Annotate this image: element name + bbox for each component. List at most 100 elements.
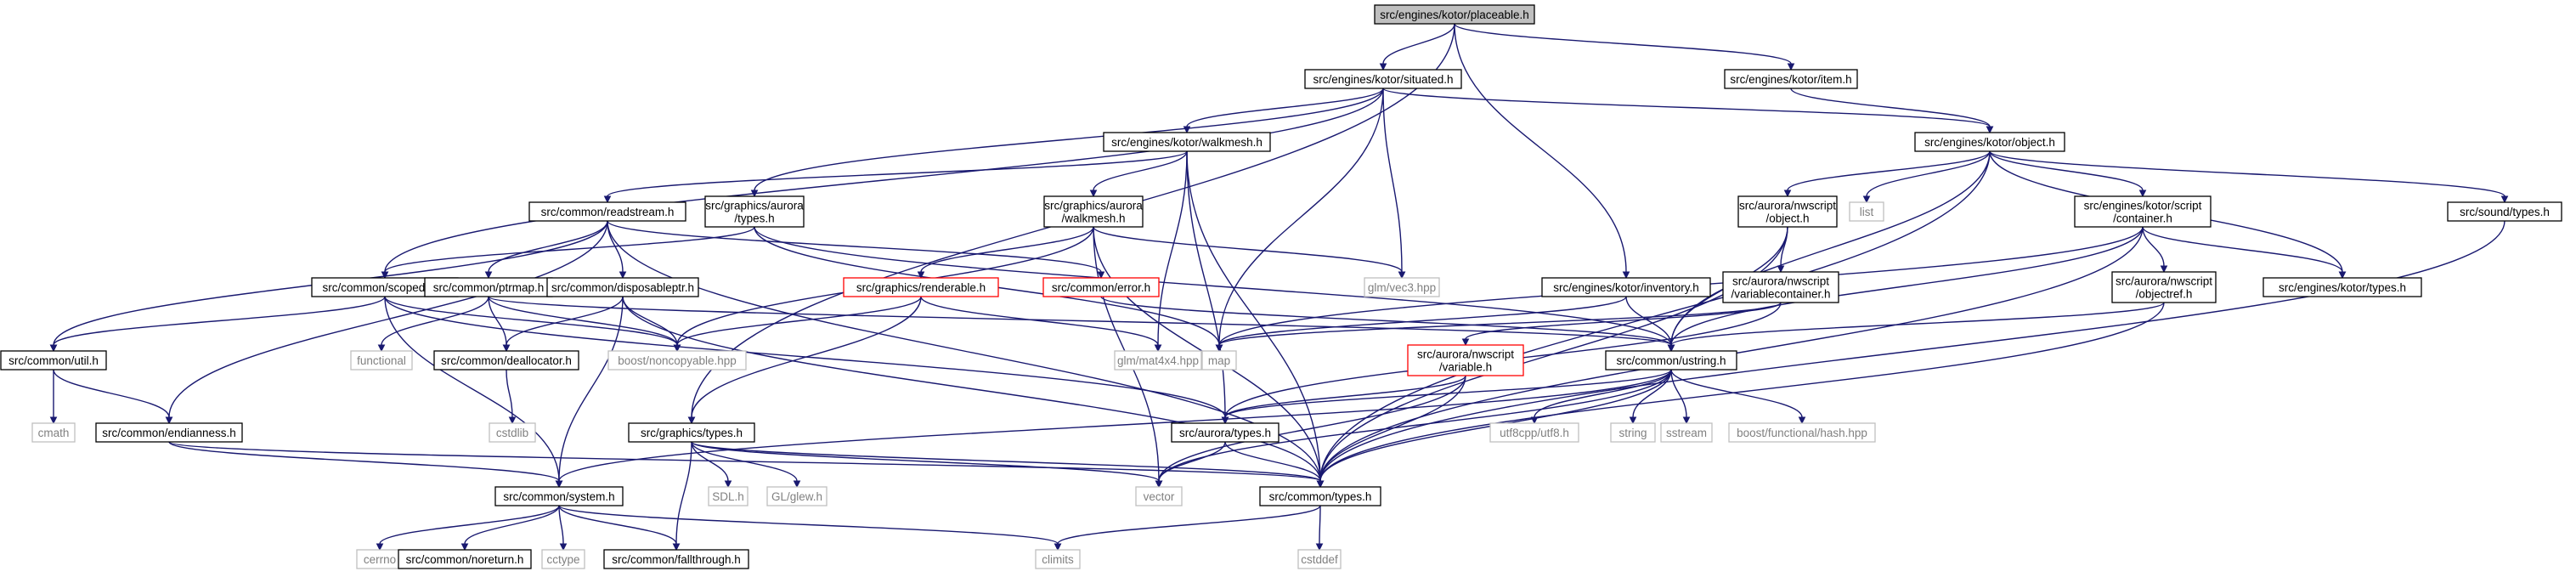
node-object_h[interactable]: src/engines/kotor/object.h xyxy=(1914,132,2065,152)
node-box xyxy=(1135,486,1183,506)
arrow-head-icon xyxy=(555,480,563,489)
arrow-head-icon xyxy=(673,344,681,353)
node-fallthrough_h[interactable]: src/common/fallthrough.h xyxy=(603,549,749,569)
node-box xyxy=(546,277,699,297)
edge-aurora_types_h-to-vector xyxy=(1155,441,1226,489)
node-deallocator_h[interactable]: src/common/deallocator.h xyxy=(433,350,579,371)
edge-line xyxy=(1218,302,1782,346)
edge-util_h-to-endianness_h xyxy=(53,369,173,425)
node-walkmesh_h[interactable]: src/engines/kotor/walkmesh.h xyxy=(1103,132,1271,152)
node-label: src/common/scopedptr.h xyxy=(322,281,447,294)
node-climits[interactable]: climits xyxy=(1035,549,1081,569)
node-label: /walkmesh.h xyxy=(1061,212,1125,225)
node-label: GL/glew.h xyxy=(771,490,822,503)
node-ustring_h[interactable]: src/common/ustring.h xyxy=(1605,350,1737,371)
node-cstdlib[interactable]: cstdlib xyxy=(489,422,536,443)
node-vector[interactable]: vector xyxy=(1135,486,1183,506)
node-disposableptr_h[interactable]: src/common/disposableptr.h xyxy=(546,277,699,297)
node-variable_h[interactable]: src/aurora/nwscript/variable.h xyxy=(1407,344,1524,376)
node-c_types_h[interactable]: src/common/types.h xyxy=(1259,486,1381,506)
node-g_types_h[interactable]: src/graphics/types.h xyxy=(628,422,755,443)
node-ga_types_h[interactable]: src/graphics/aurora/types.h xyxy=(704,195,805,228)
node-label: functional xyxy=(357,354,406,367)
node-hash[interactable]: boost/functional/hash.hpp xyxy=(1728,422,1876,443)
node-string[interactable]: string xyxy=(1610,422,1656,443)
arrow-head-icon xyxy=(165,416,173,425)
arrow-head-icon xyxy=(1862,195,1871,204)
arrow-head-icon xyxy=(1097,271,1105,280)
node-mat4x4[interactable]: glm/mat4x4.hpp xyxy=(1114,350,1202,371)
edge-line xyxy=(1224,375,1466,418)
node-label: cerrno xyxy=(364,553,396,566)
node-box xyxy=(1171,422,1280,443)
node-item_h[interactable]: src/engines/kotor/item.h xyxy=(1724,69,1858,89)
arrow-head-icon xyxy=(1622,271,1630,280)
edge-g_types_h-to-fallthrough_h xyxy=(672,441,692,552)
node-inventory_h[interactable]: src/engines/kotor/inventory.h xyxy=(1541,277,1711,297)
edge-line xyxy=(1382,23,1455,65)
node-label: utf8cpp/utf8.h xyxy=(1500,427,1569,439)
node-cstddef[interactable]: cstddef xyxy=(1297,549,1342,569)
node-cerrno[interactable]: cerrno xyxy=(356,549,404,569)
node-sstream[interactable]: sstream xyxy=(1660,422,1713,443)
node-vec3[interactable]: glm/vec3.hpp xyxy=(1364,277,1440,297)
node-objectref_h[interactable]: src/aurora/nwscript/objectref.h xyxy=(2111,271,2217,303)
edge-endianness_h-to-system_h xyxy=(168,441,563,489)
node-container_h[interactable]: src/engines/kotor/script/container.h xyxy=(2074,195,2212,228)
node-system_h[interactable]: src/common/system.h xyxy=(494,486,624,506)
node-map[interactable]: map xyxy=(1201,350,1237,371)
node-sound_types_h[interactable]: src/sound/types.h xyxy=(2447,201,2562,222)
node-ptrmap_h[interactable]: src/common/ptrmap.h xyxy=(424,277,553,297)
arrow-head-icon xyxy=(1682,416,1691,425)
edge-disposableptr_h-to-deallocator_h xyxy=(502,296,624,353)
node-placeable_h[interactable]: src/engines/kotor/placeable.h xyxy=(1374,4,1535,25)
node-endianness_h[interactable]: src/common/endianness.h xyxy=(95,422,243,443)
node-box xyxy=(766,486,828,506)
node-cmath[interactable]: cmath xyxy=(31,422,76,443)
node-box xyxy=(489,422,536,443)
node-renderable_h[interactable]: src/graphics/renderable.h xyxy=(843,277,999,297)
node-functional[interactable]: functional xyxy=(350,350,413,371)
edge-container_h-to-objectref_h xyxy=(2142,226,2168,274)
node-utf8[interactable]: utf8cpp/utf8.h xyxy=(1489,422,1579,443)
node-varcontainer_h[interactable]: src/aurora/nwscript/variablecontainer.h xyxy=(1722,271,1839,303)
edge-line xyxy=(1158,369,1672,482)
node-list[interactable]: list xyxy=(1849,201,1884,222)
node-label: src/common/types.h xyxy=(1269,490,1372,503)
node-ga_walkmesh_h[interactable]: src/graphics/aurora/walkmesh.h xyxy=(1043,195,1144,228)
edge-line xyxy=(488,296,1672,346)
node-noncopyable[interactable]: boost/noncopyable.hpp xyxy=(607,350,747,371)
node-readstream_h[interactable]: src/common/readstream.h xyxy=(528,201,686,222)
node-box xyxy=(628,422,755,443)
node-kotor_types_h[interactable]: src/engines/kotor/types.h xyxy=(2262,277,2422,297)
edge-ustring_h-to-string xyxy=(1629,369,1672,425)
node-aurora_types_h[interactable]: src/aurora/types.h xyxy=(1171,422,1280,443)
node-situated_h[interactable]: src/engines/kotor/situated.h xyxy=(1304,69,1462,89)
arrow-head-icon xyxy=(1089,190,1098,198)
node-error_h[interactable]: src/common/error.h xyxy=(1042,277,1160,297)
node-label: src/common/fallthrough.h xyxy=(612,553,741,566)
node-box xyxy=(1259,486,1381,506)
node-glew[interactable]: GL/glew.h xyxy=(766,486,828,506)
node-cctype[interactable]: cctype xyxy=(541,549,585,569)
node-label: src/aurora/types.h xyxy=(1179,427,1271,439)
node-an_object_h[interactable]: src/aurora/nwscript/object.h xyxy=(1737,195,1838,228)
node-label: src/engines/kotor/inventory.h xyxy=(1553,281,1699,294)
node-noreturn_h[interactable]: src/common/noreturn.h xyxy=(398,549,532,569)
edge-line xyxy=(1157,150,1188,346)
edge-util_h-to-cmath xyxy=(49,370,58,425)
edge-line xyxy=(381,296,489,346)
node-label: glm/vec3.hpp xyxy=(1368,281,1436,294)
node-scopedptr_h[interactable]: src/common/scopedptr.h xyxy=(311,277,459,297)
node-sdl[interactable]: SDL.h xyxy=(708,486,749,506)
edge-line xyxy=(691,441,798,482)
node-util_h[interactable]: src/common/util.h xyxy=(0,350,107,371)
node-box xyxy=(1374,4,1535,25)
node-box xyxy=(528,201,686,222)
edge-line xyxy=(1319,220,2505,482)
edge-renderable_h-to-mat4x4 xyxy=(920,296,1162,353)
edge-line xyxy=(1866,150,1991,197)
edge-object_h-to-list xyxy=(1862,150,1991,204)
edge-line xyxy=(1787,150,1991,191)
edge-line xyxy=(1632,369,1672,418)
